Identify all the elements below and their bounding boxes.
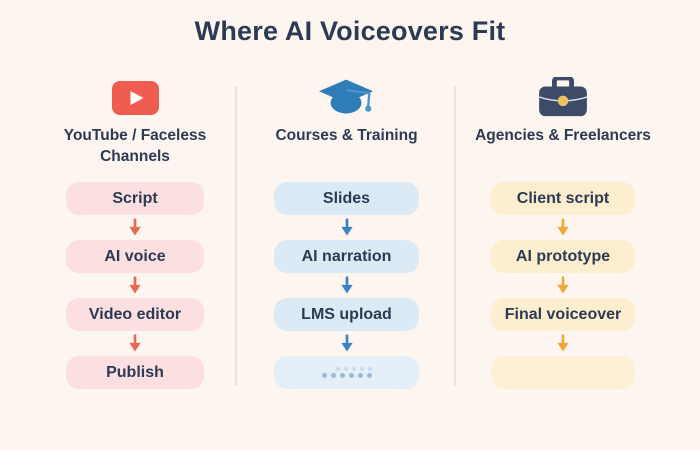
page-title: Where AI Voiceovers Fit (194, 16, 506, 46)
down-arrow-icon (337, 331, 357, 356)
column-divider (454, 86, 456, 386)
down-arrow-icon (337, 215, 357, 240)
step-label: Final voiceover (504, 305, 622, 323)
down-arrow-icon (125, 331, 145, 356)
step-label: AI prototype (515, 247, 611, 265)
step-box: Client script (491, 182, 635, 215)
step-label: Client script (516, 189, 610, 207)
step-box: LMS upload (274, 298, 419, 331)
column-divider (235, 86, 237, 386)
column-header: Agencies & Freelancers (475, 127, 651, 144)
step-label: Script (112, 189, 158, 207)
down-arrow-icon (553, 273, 573, 298)
step-box: Script (66, 182, 204, 215)
step-box: Publish (66, 356, 204, 389)
step-label: AI narration (301, 247, 392, 265)
briefcase-icon (538, 74, 588, 122)
step-box: AI prototype (491, 240, 635, 273)
column-agencies: Agencies & Freelancers Client script AI … (475, 74, 651, 389)
down-arrow-icon (553, 331, 573, 356)
step-box: Slides (274, 182, 419, 215)
step-label: LMS upload (301, 305, 392, 323)
step-label: AI voice (104, 247, 166, 265)
graduation-cap-icon (318, 74, 376, 122)
down-arrow-icon (125, 273, 145, 298)
down-arrow-icon (125, 215, 145, 240)
column-header: Courses & Training (275, 127, 418, 144)
placeholder-box (491, 356, 635, 389)
step-label: Video editor (88, 305, 182, 323)
dots-icon (321, 367, 372, 378)
column-courses: Courses & Training Slides AI narration L… (274, 74, 419, 389)
column-header: YouTube / Faceless Channels (63, 127, 207, 165)
placeholder-box (274, 356, 419, 389)
column-youtube: YouTube / Faceless Channels Script AI vo… (64, 74, 206, 389)
step-box: Video editor (66, 298, 204, 331)
step-box: Final voiceover (491, 298, 635, 331)
step-box: AI voice (66, 240, 204, 273)
down-arrow-icon (553, 215, 573, 240)
step-label: Slides (322, 189, 371, 207)
down-arrow-icon (337, 273, 357, 298)
step-box: AI narration (274, 240, 419, 273)
step-label: Publish (106, 363, 164, 381)
youtube-play-icon (111, 74, 159, 122)
